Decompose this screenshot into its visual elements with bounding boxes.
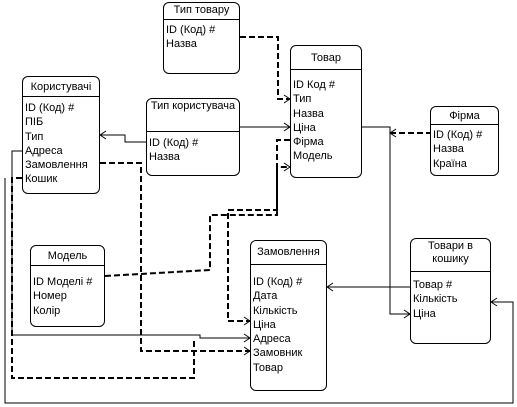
- attribute-list: ID (Код) # Назва: [164, 20, 239, 52]
- attribute: Замовник: [253, 347, 303, 360]
- attribute: Кількість: [253, 304, 298, 317]
- entity-title: Товар: [291, 46, 361, 70]
- attribute-list: ID Код # Тип Назва Ціна Фірма Модель: [291, 70, 361, 164]
- entity-tovar: Товар ID Код # Тип Назва Ціна Фірма Моде…: [290, 45, 362, 178]
- attribute: Модель: [293, 150, 333, 163]
- attribute: Назва: [166, 38, 197, 51]
- attribute: Кількість: [413, 293, 458, 306]
- attribute-list: Товар # Кількість Ціна: [411, 272, 490, 321]
- crowfoot-zamovlennia-zamovnyk: [243, 346, 251, 356]
- attribute: Колір: [33, 304, 61, 317]
- link-korystuvachi-koshyk: [11, 177, 195, 379]
- crowfoot-tovar-model: [283, 162, 291, 172]
- attribute: Ціна: [413, 307, 436, 320]
- entity-title: Товари в кошику: [411, 239, 490, 272]
- link-tovar-koshyk: [389, 133, 410, 315]
- entity-title: Фірма: [431, 107, 498, 125]
- attribute: ID (Код) #: [149, 137, 199, 149]
- attribute-list: ID (Код) # Назва: [147, 132, 239, 165]
- entity-firma: Фірма ID (Код) # Назва Країна: [430, 106, 499, 176]
- link-korystuvachi-adresa: [11, 150, 250, 339]
- crowfoot-zamovlennia-adresa: [243, 333, 251, 343]
- attribute: Тип: [293, 93, 312, 106]
- entity-zamovlennia: Замовлення ID (Код) # Дата Кількість Цін…: [250, 240, 327, 391]
- crowfoot-tovar-typ: [283, 94, 291, 104]
- attribute: ID (Код) #: [253, 276, 303, 288]
- link-korystuvachi-typ: [100, 134, 146, 143]
- attribute-list: ID (Код) # Дата Кількість Ціна Адреса За…: [251, 265, 326, 375]
- attribute: ID (Код) #: [25, 102, 75, 114]
- link-model-tovar: [104, 166, 290, 277]
- attribute: Назва: [149, 151, 180, 164]
- link-korystuvachi-zamovnyk: [100, 162, 250, 352]
- crowfoot-zamovlennia-koshyk: [326, 282, 334, 292]
- crowfoot-koshyk: [403, 309, 411, 319]
- attribute: Ціна: [293, 121, 316, 134]
- attribute: Замовлення: [25, 159, 88, 172]
- attribute: ID Код #: [293, 79, 335, 91]
- crowfoot-tovar-tsina: [283, 122, 291, 132]
- attribute: Ціна: [253, 318, 276, 331]
- attribute: ПІБ: [25, 116, 44, 129]
- entity-tovary-v-koshyku: Товари в кошику Товар # Кількість Ціна: [410, 238, 491, 344]
- entity-title: Тип товару: [164, 3, 239, 20]
- attribute: ID (Код) #: [433, 129, 483, 141]
- crowfoot-zamovlennia-tsina: [243, 316, 251, 326]
- entity-korystuvachi: Користувачі ID (Код) # ПІБ Тип Адреса За…: [22, 76, 100, 194]
- attribute-list: ID (Код) # ПІБ Тип Адреса Замовлення Кош…: [23, 97, 99, 187]
- attribute: ID (Код) #: [166, 24, 216, 36]
- link-tovar-zamovlennia-tsina: [227, 139, 290, 322]
- attribute: Тип: [25, 130, 44, 143]
- attribute: ID Моделі #: [33, 276, 93, 288]
- attribute: Назва: [433, 143, 464, 156]
- attribute: Кошик: [25, 173, 58, 186]
- entity-model: Модель ID Моделі # Номер Колір: [30, 245, 105, 327]
- attribute-list: ID Моделі # Номер Колір: [31, 266, 104, 318]
- link-koshyk-outer: [4, 178, 514, 404]
- attribute: Фірма: [293, 136, 324, 149]
- crowfoot-koshyk-outer: [490, 297, 498, 307]
- link-tovar-firma: [362, 126, 391, 133]
- entity-title: Замовлення: [251, 241, 326, 265]
- entity-title: Тип користувача: [147, 99, 239, 132]
- entity-typ-korystuvacha: Тип користувача ID (Код) # Назва: [146, 98, 240, 176]
- entity-title: Модель: [31, 246, 104, 266]
- attribute-list: ID (Код) # Назва Країна: [431, 125, 498, 171]
- entity-title: Користувачі: [23, 77, 99, 97]
- link-typ-tovaru-tovar: [240, 36, 290, 100]
- attribute: Країна: [433, 157, 467, 170]
- crowfoot-firma: [389, 128, 397, 138]
- attribute: Номер: [33, 290, 67, 303]
- attribute: Адреса: [253, 333, 291, 346]
- attribute: Дата: [253, 290, 278, 303]
- attribute: Адреса: [25, 144, 63, 157]
- attribute: Назва: [293, 107, 324, 120]
- crowfoot-korystuvachi-typ: [99, 130, 107, 140]
- entity-typ-tovaru: Тип товару ID (Код) # Назва: [163, 2, 240, 74]
- attribute: Товар #: [413, 279, 453, 291]
- attribute: Товар: [253, 361, 283, 374]
